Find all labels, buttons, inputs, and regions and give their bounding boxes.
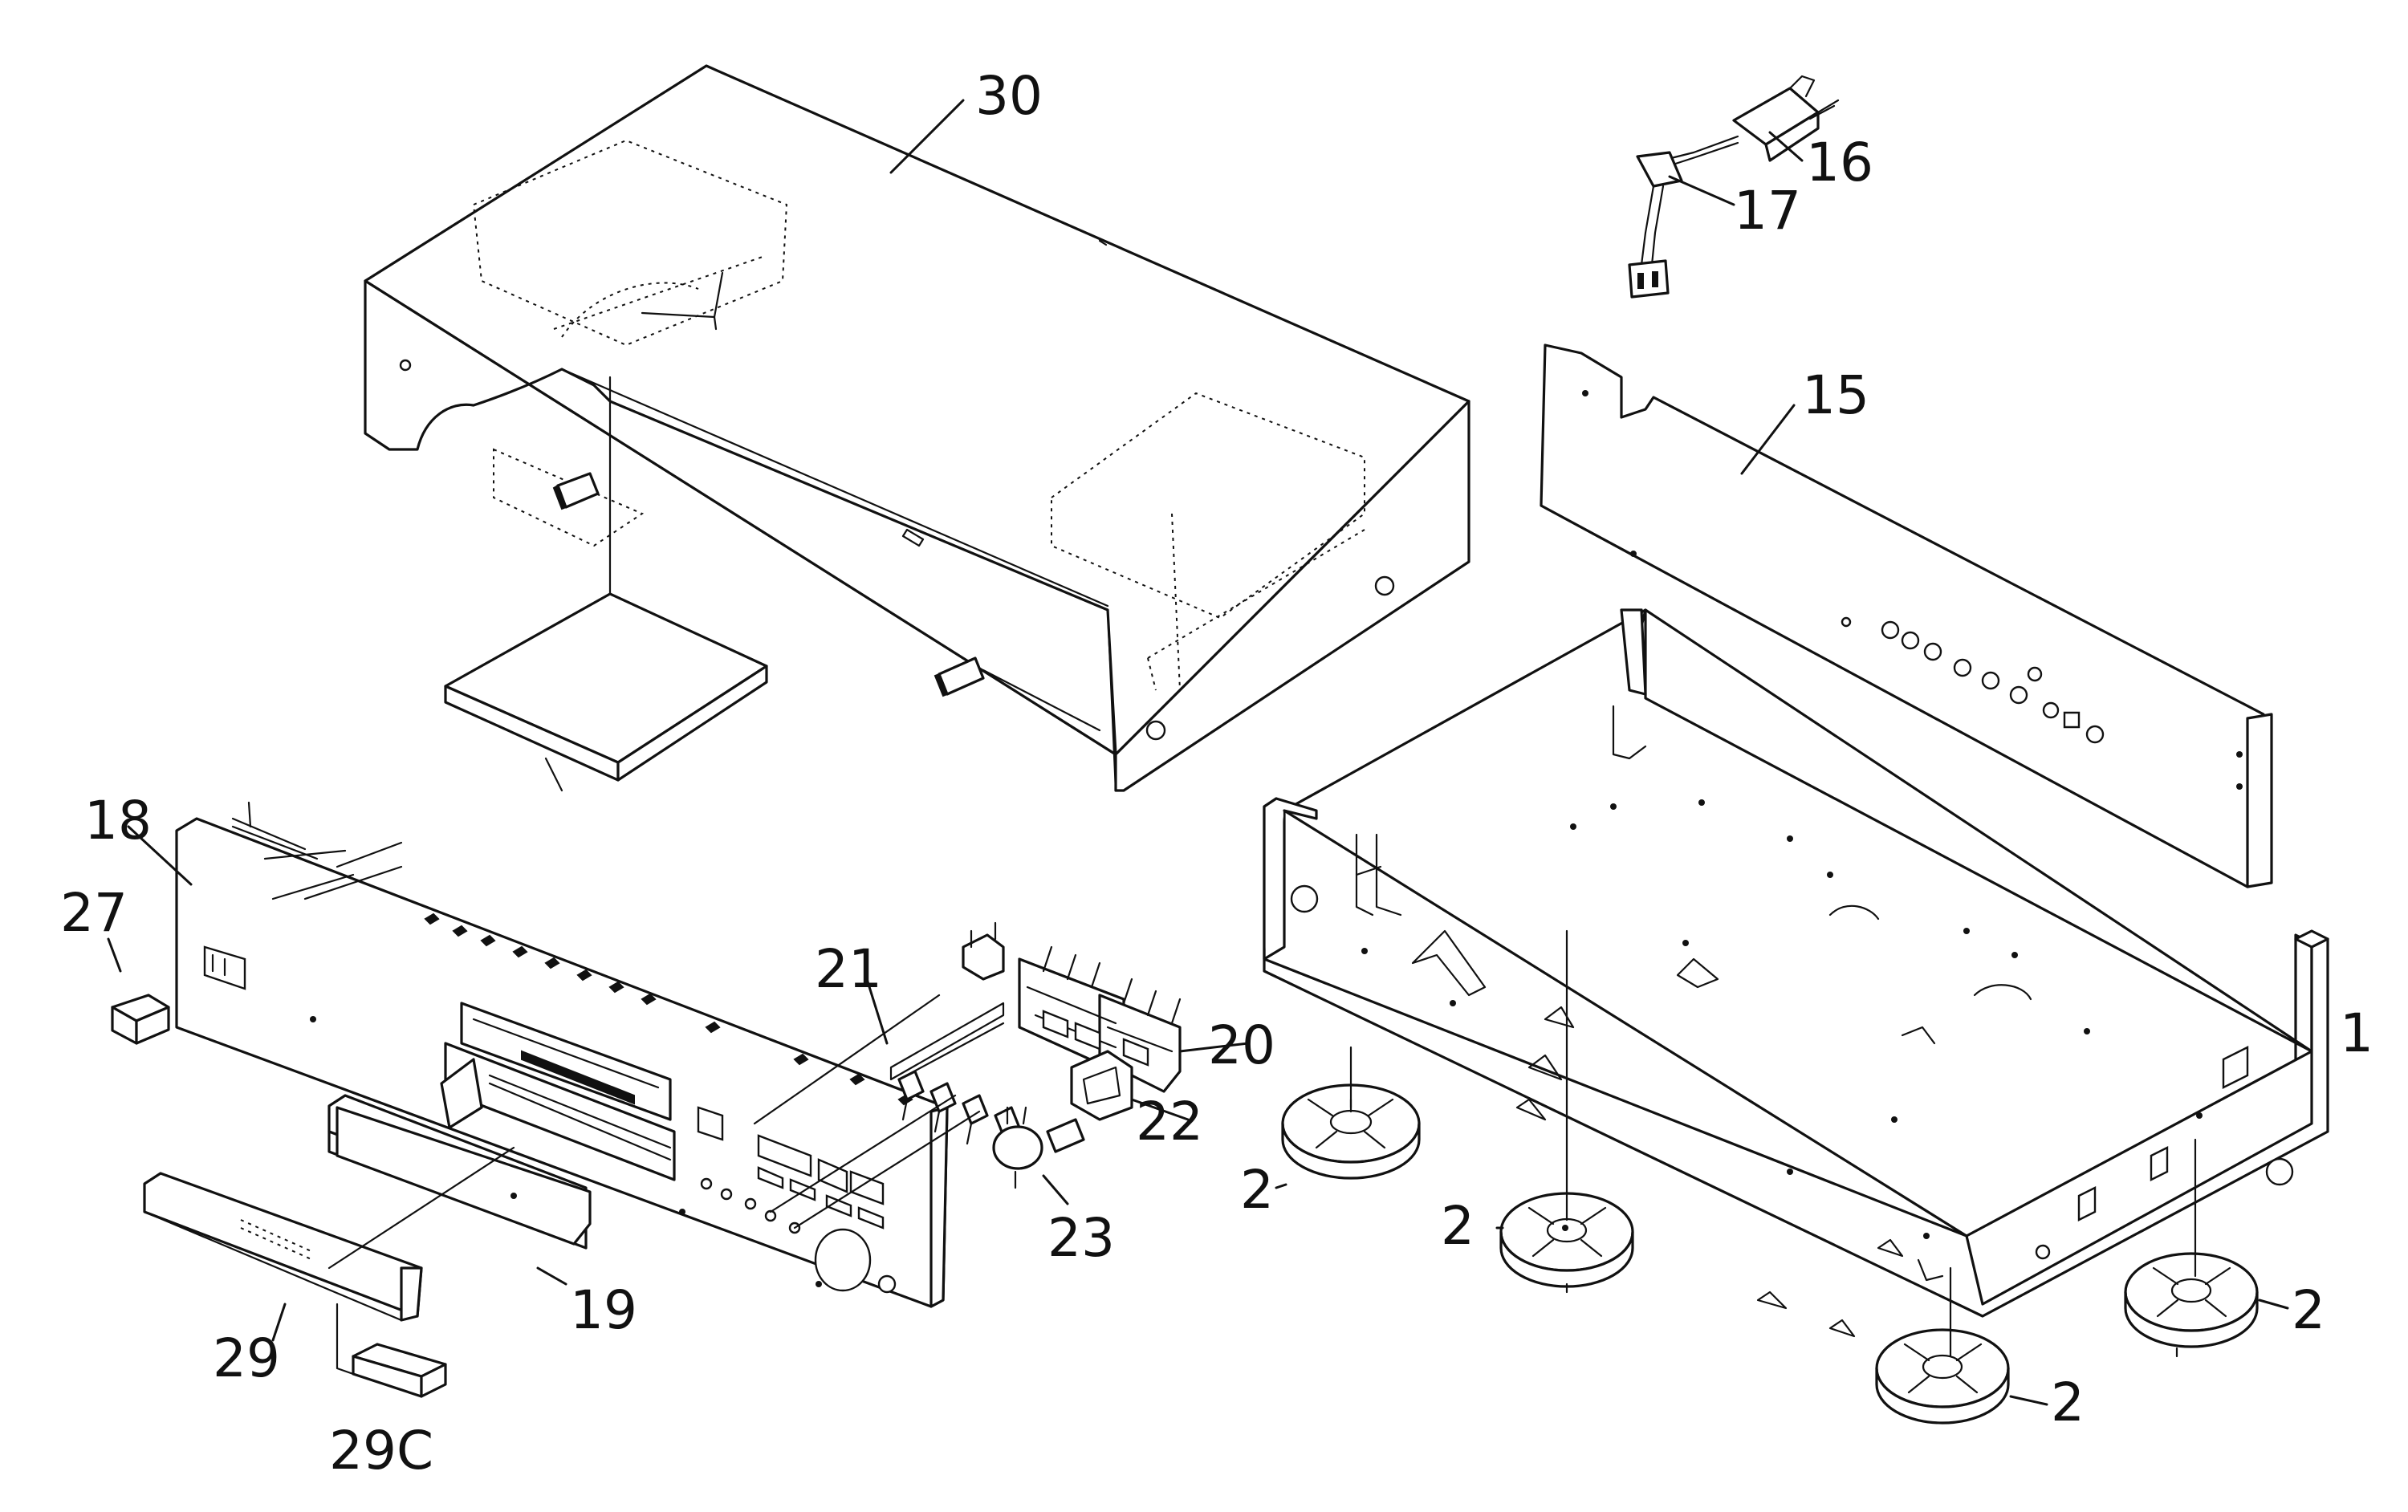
callout-22: 22 xyxy=(1136,1091,1203,1152)
callout-29c: 29C xyxy=(329,1420,433,1482)
square-pad xyxy=(444,376,768,792)
callout-labels: 30 16 17 15 18 27 21 20 1 22 23 2 2 2 2 … xyxy=(60,65,2373,1482)
callout-30: 30 xyxy=(975,65,1043,127)
foot-3 xyxy=(2124,1138,2259,1358)
foot-2 xyxy=(1499,929,1634,1294)
callout-23: 23 xyxy=(1047,1207,1115,1269)
callout-18: 18 xyxy=(84,790,152,852)
callout-27: 27 xyxy=(60,882,128,944)
power-cord-assembly xyxy=(1628,75,1840,299)
foot-4 xyxy=(1875,1266,2010,1425)
internal-components-dashed xyxy=(472,139,1365,691)
callout-20: 20 xyxy=(1208,1014,1275,1076)
callout-29: 29 xyxy=(213,1327,280,1389)
display-window xyxy=(327,1094,592,1250)
rear-panel xyxy=(1540,343,2273,888)
front-panel-top-buttons xyxy=(424,912,913,1106)
spacer-block-right xyxy=(934,656,1101,732)
display-lens xyxy=(143,1146,515,1322)
lens-bar xyxy=(336,1303,447,1398)
chassis-bottom-details xyxy=(1355,705,2203,1338)
callout-16: 16 xyxy=(1806,132,1873,193)
callout-21: 21 xyxy=(815,938,882,1000)
callout-2b: 2 xyxy=(1441,1195,1474,1257)
chassis xyxy=(1263,608,2329,1338)
front-panel-controls xyxy=(700,1134,897,1294)
callout-2d: 2 xyxy=(2051,1372,2085,1433)
knob-block xyxy=(111,994,170,1045)
spacer-block-left xyxy=(552,472,600,510)
front-panel xyxy=(175,801,949,1308)
rear-panel-jacks xyxy=(1841,616,2105,744)
leader-lines xyxy=(107,99,2289,1406)
switch-22 xyxy=(1070,1050,1133,1121)
rotary-knob-23 xyxy=(992,1106,1085,1189)
callout-17: 17 xyxy=(1734,180,1801,242)
foot-1 xyxy=(1281,1046,1421,1180)
callout-15: 15 xyxy=(1802,364,1869,426)
callout-2c: 2 xyxy=(2292,1279,2325,1341)
callout-19: 19 xyxy=(570,1279,637,1341)
callout-1: 1 xyxy=(2340,1002,2373,1064)
top-cover xyxy=(364,64,1470,792)
callout-2a: 2 xyxy=(1240,1159,1274,1221)
